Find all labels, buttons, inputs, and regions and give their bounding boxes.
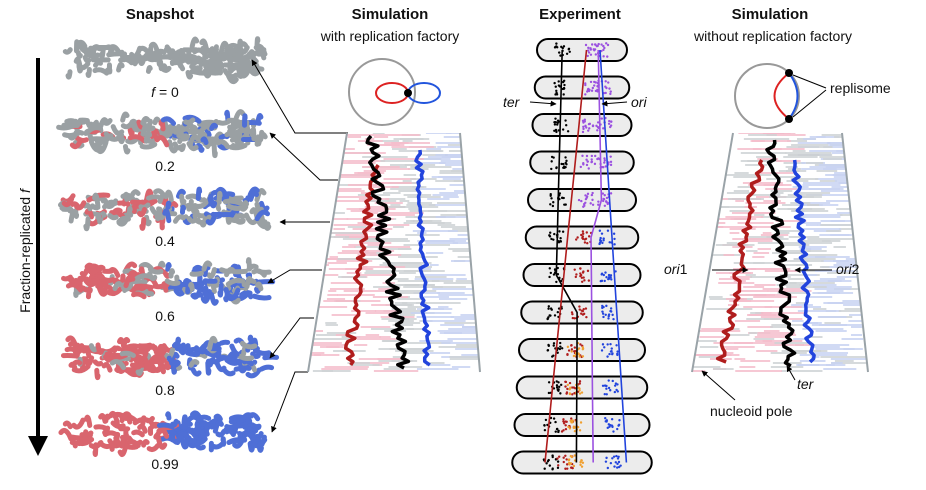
experiment-cell — [515, 375, 649, 400]
blue-loop — [407, 82, 441, 104]
experiment-cell — [527, 188, 637, 212]
snapshot-label-1: 0.2 — [155, 158, 175, 174]
snapshot-chains — [56, 36, 280, 457]
experiment-cell — [513, 413, 651, 437]
ori-pointer — [601, 100, 628, 107]
snapshot-label-3: 0.6 — [155, 308, 175, 324]
experiment-header: Experiment — [539, 6, 621, 23]
experiment-cells — [511, 38, 653, 475]
experiment-cell — [518, 338, 646, 362]
snapshot-label-2: 0.4 — [155, 233, 175, 249]
no-factory-schematic — [734, 63, 827, 129]
sim-without-subheader: without replication factory — [694, 28, 852, 44]
replication-factory-dot — [404, 89, 412, 97]
red-arc — [773, 72, 790, 120]
ter-label: ter — [503, 94, 520, 110]
replisome-label: replisome — [830, 80, 891, 96]
experiment-cell — [536, 38, 628, 62]
ter-sim-label: ter — [797, 376, 814, 392]
connector-arrows — [251, 59, 348, 433]
ter-pointer — [529, 100, 557, 107]
snapshot-header: Snapshot — [125, 6, 195, 23]
snapshot-label-0: f = 0 — [151, 84, 179, 100]
factory-schematic — [348, 58, 441, 126]
experiment-cell — [529, 150, 635, 175]
experiment-cell — [522, 263, 642, 287]
fraction-axis-label: Fraction-replicated f — [17, 189, 33, 313]
experiment-cell — [520, 300, 644, 325]
experiment-cell — [531, 113, 633, 137]
kymograph-with-factory — [307, 132, 481, 373]
ori-label: ori — [631, 94, 647, 110]
blue-arc — [788, 72, 799, 120]
replisome-dot-top — [785, 69, 793, 77]
snapshot-chain — [58, 410, 268, 457]
kymograph-without-factory — [691, 132, 869, 373]
snapshot-chain — [62, 36, 268, 85]
snapshot-label-5: 0.99 — [151, 456, 179, 472]
ter-sim-pointer — [786, 365, 796, 381]
snapshot-chain — [56, 109, 268, 159]
ori2-label: ori2 — [836, 261, 860, 277]
experiment-cell — [524, 225, 640, 250]
sim-with-subheader: with replication factory — [320, 28, 460, 44]
replisome-dot-bottom — [785, 115, 793, 123]
snapshot-chain — [57, 186, 272, 232]
snapshot-chain — [60, 334, 280, 381]
snapshot-label-4: 0.8 — [155, 382, 175, 398]
nucleoid-pole-pointer — [701, 370, 736, 401]
nucleoid-pole-label: nucleoid pole — [710, 403, 793, 419]
experiment-cell — [511, 450, 653, 475]
sim-with-header: Simulation — [351, 6, 429, 23]
red-loop — [375, 82, 409, 104]
ori1-label: ori1 — [664, 261, 688, 277]
snapshot-chain — [61, 257, 276, 306]
sim-without-header: Simulation — [731, 6, 809, 23]
